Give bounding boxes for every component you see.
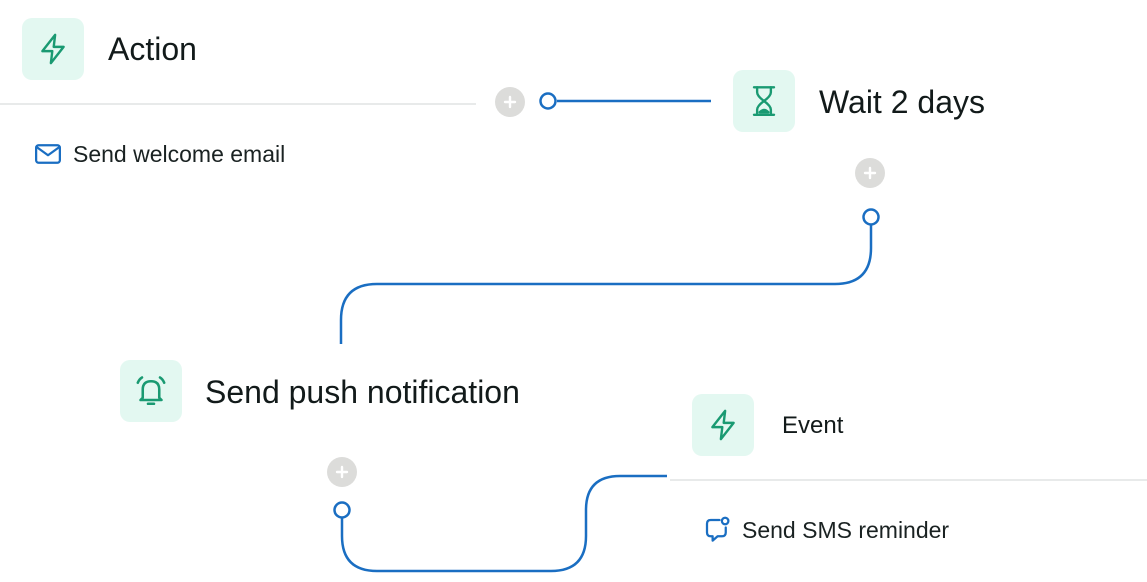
plus-icon — [335, 465, 349, 479]
lightning-icon — [41, 33, 65, 65]
lightning-icon — [711, 409, 735, 441]
event-step-send-sms-reminder[interactable]: Send SMS reminder — [702, 515, 949, 545]
add-step-button-wait[interactable] — [855, 158, 885, 188]
connector-port-wait-out[interactable] — [862, 208, 880, 226]
plus-icon — [863, 166, 877, 180]
action-node-title[interactable]: Action — [108, 31, 197, 67]
action-node-divider — [0, 103, 476, 105]
action-step-send-welcome-email[interactable]: Send welcome email — [33, 139, 285, 169]
add-step-button-action[interactable] — [495, 87, 525, 117]
event-step-label: Send SMS reminder — [742, 516, 950, 543]
push-node-title[interactable]: Send push notification — [205, 374, 520, 410]
hourglass-icon — [752, 86, 776, 116]
wait-node-title[interactable]: Wait 2 days — [819, 84, 985, 120]
connector-port-push-out[interactable] — [333, 501, 351, 519]
push-node-icon-tile[interactable] — [120, 360, 182, 422]
event-node-title[interactable]: Event — [782, 412, 844, 439]
event-node-icon-tile[interactable] — [692, 394, 754, 456]
connector-port-action-out[interactable] — [539, 92, 557, 110]
message-notification-icon — [705, 516, 730, 542]
bell-icon — [136, 376, 166, 406]
event-node-divider — [670, 479, 1147, 481]
wait-node-icon-tile[interactable] — [733, 70, 795, 132]
action-node-icon-tile[interactable] — [22, 18, 84, 80]
connector-push-to-event — [340, 474, 667, 573]
plus-icon — [503, 95, 517, 109]
connector-wait-to-push — [339, 225, 873, 344]
mail-icon — [35, 144, 61, 164]
action-step-label: Send welcome email — [73, 140, 286, 167]
add-step-button-push[interactable] — [327, 457, 357, 487]
